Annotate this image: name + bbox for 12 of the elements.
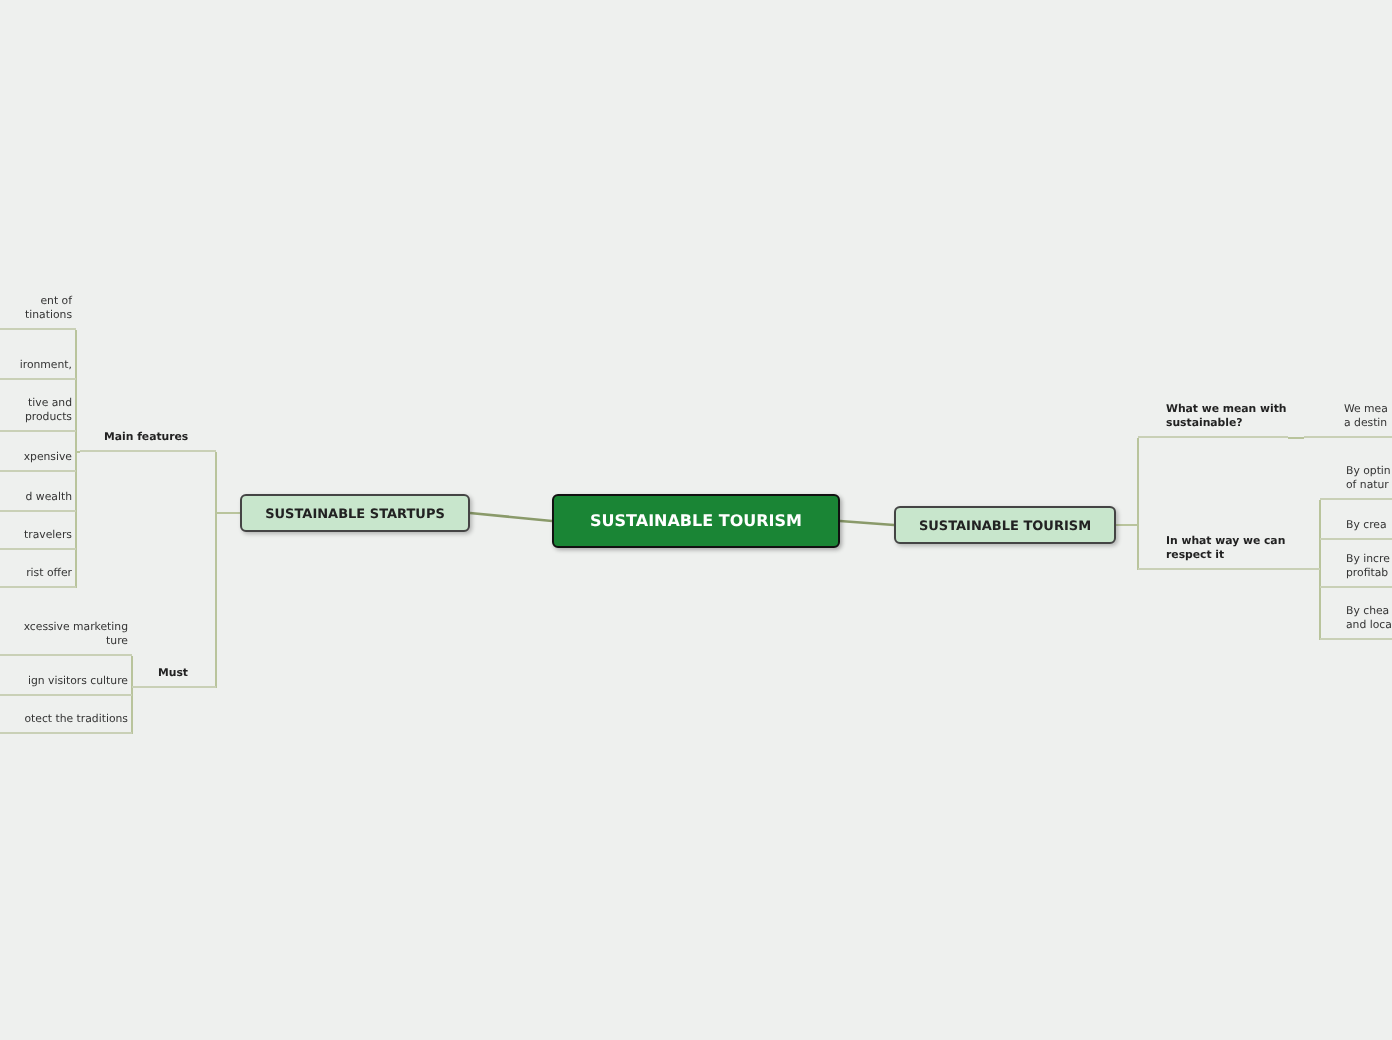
central-topic-box: SUSTAINABLE TOURISM <box>552 494 840 548</box>
connector-line <box>1319 569 1321 641</box>
connector-line <box>1115 524 1139 571</box>
connector-line <box>131 687 133 735</box>
connector-line <box>839 519 895 527</box>
connector-line <box>1287 437 1305 439</box>
connector-line <box>469 511 553 523</box>
connector-line <box>75 451 81 589</box>
connector-line <box>215 512 241 689</box>
connector-line <box>1319 539 1321 571</box>
connector-line <box>75 431 81 453</box>
connector-line <box>131 655 133 689</box>
